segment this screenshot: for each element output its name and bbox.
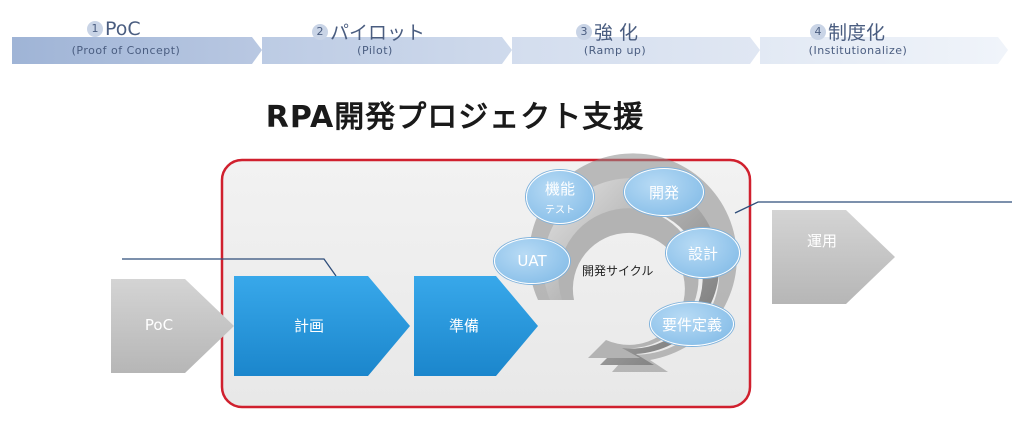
bubble-uat-text: UAT [517,252,547,270]
bubble-uat: UAT [494,238,570,284]
phase-name: PoC [105,18,141,40]
prep-step-label: 準備 [448,317,479,335]
phase-chevron-pilot [262,37,512,64]
phase-subtitle: (Institutionalize) [808,44,908,57]
phase-number-badge: 3 [576,23,592,40]
phase-chevron-institutionalize [760,37,1008,64]
phase-band [12,37,1008,64]
connector-line-left [122,258,337,277]
phase-number-badge: 4 [810,23,826,40]
bubble-function-test-line1: 機能 [544,180,575,198]
bubble-requirements-text: 要件定義 [661,315,722,334]
bubble-function-test-line2: テスト [545,205,575,216]
phase-name: 制度化 [828,22,886,44]
ops-step-label: 運用 [806,232,837,250]
prep-step-arrow [414,276,538,376]
phase-subtitle: (Pilot) [357,44,393,57]
phase-name: 強 化 [594,22,639,44]
poc-step-arrow [111,279,234,373]
bubble-function-test: 機能 テスト [526,170,594,224]
phase-chevron-poc [12,37,262,64]
bubble-design: 設計 [666,228,740,278]
phase-number-badge: 2 [312,23,328,40]
phase-number-badge: 1 [87,21,103,37]
connector-line-right [734,201,1012,214]
dev-cycle-label: 開発サイクル [582,264,654,278]
bubble-design-text: 設計 [687,244,718,263]
ops-step-arrow [772,210,895,304]
page-title: RPA開発プロジェクト支援 [265,100,645,135]
phase-chevron-rampup [512,37,760,64]
bubble-development-text: 開発 [648,183,679,202]
poc-step-label: PoC [144,316,174,334]
bubble-requirements: 要件定義 [650,302,734,346]
plan-step-arrow [234,276,410,376]
phase-subtitle: (Ramp up) [583,44,647,57]
plan-step-label: 計画 [293,317,324,335]
bubble-development: 開発 [624,168,704,216]
phase-name: パイロット [330,22,426,44]
phase-subtitle: (Proof of Concept) [71,44,181,57]
